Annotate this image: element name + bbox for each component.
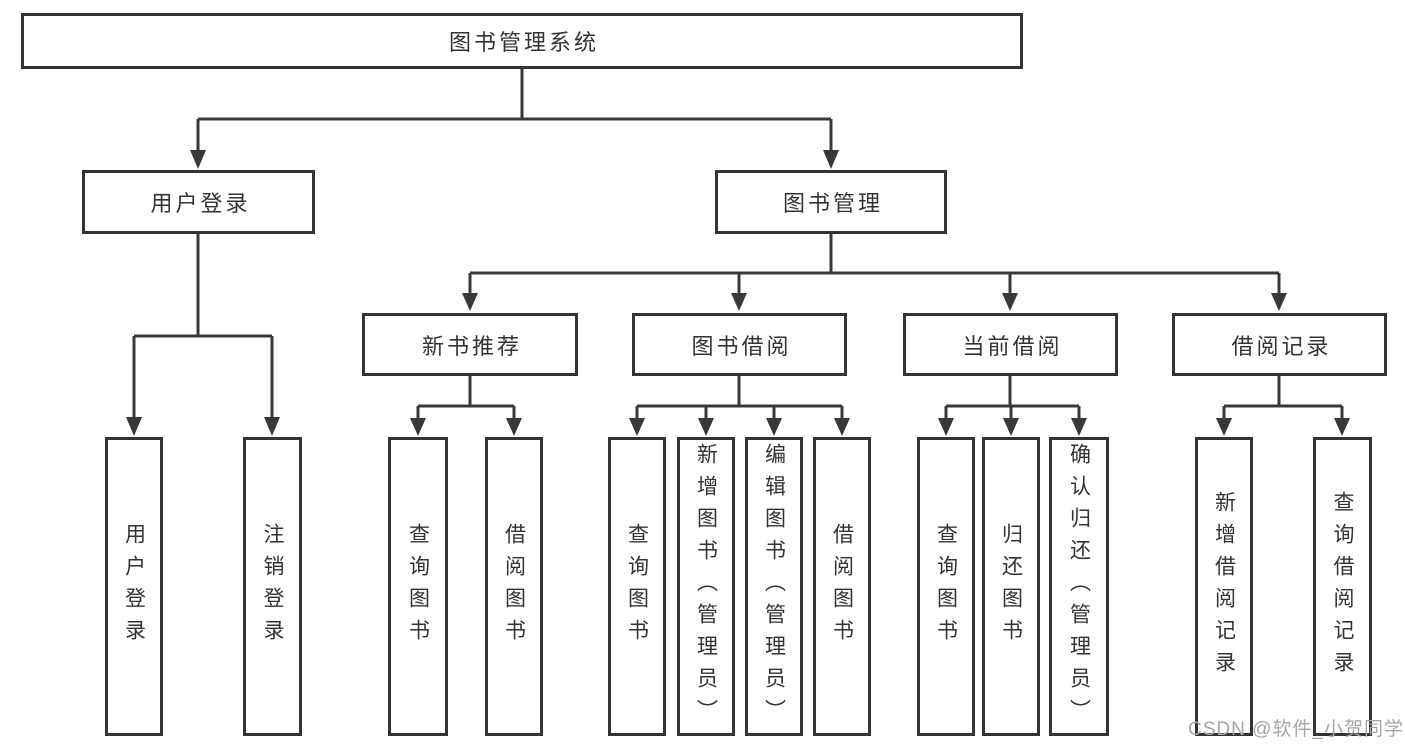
leaf-user-login: 用户登录 <box>105 437 163 736</box>
node-borrow-records-label: 借阅记录 <box>1231 333 1332 359</box>
arrowhead-icon <box>823 150 839 169</box>
node-new-book-recommend-label: 新书推荐 <box>421 333 522 359</box>
leaf-cb-return-books: 归还图书 <box>982 437 1040 736</box>
leaf-rec-query-books-label: 查询图书 <box>406 522 430 651</box>
node-current-borrow-label: 当前借阅 <box>962 333 1063 359</box>
connector-line <box>637 376 842 408</box>
leaf-logout-label: 注销登录 <box>261 522 284 651</box>
connector-line <box>1224 376 1342 408</box>
leaf-bb-edit-books-admin: 编辑图书（管理员） <box>745 437 803 736</box>
arrowhead-icon <box>462 293 478 311</box>
leaf-cb-confirm-return-admin: 确认归还（管理员） <box>1049 437 1109 736</box>
node-borrow-records: 借阅记录 <box>1172 313 1387 376</box>
arrowhead-icon <box>1003 418 1019 436</box>
arrowhead-icon <box>190 150 206 169</box>
connector-book-borrow-to-leaves <box>629 376 850 436</box>
leaf-bb-add-books-admin: 新增图书（管理员） <box>677 437 735 736</box>
connector-user-login-to-leaves <box>126 234 280 436</box>
leaf-br-add-record-label: 新增借阅记录 <box>1212 490 1236 683</box>
arrowhead-icon <box>766 418 782 436</box>
node-user-login-label: 用户登录 <box>150 191 251 216</box>
node-current-borrow: 当前借阅 <box>903 313 1118 376</box>
csdn-watermark: CSDN @软件_小贺同学 <box>1188 719 1404 740</box>
arrowhead-icon <box>1071 418 1087 436</box>
leaf-bb-query-books-label: 查询图书 <box>625 522 649 651</box>
leaf-br-add-record: 新增借阅记录 <box>1195 437 1253 736</box>
connector-line <box>198 69 831 121</box>
arrowhead-icon <box>1002 293 1018 311</box>
arrowhead-icon <box>1271 293 1287 311</box>
leaf-bb-borrow-books-label: 借阅图书 <box>830 522 854 651</box>
arrowhead-icon <box>731 293 747 311</box>
leaf-user-login-label: 用户登录 <box>122 522 146 651</box>
leaf-bb-borrow-books: 借阅图书 <box>813 437 871 736</box>
leaf-rec-query-books: 查询图书 <box>388 437 448 736</box>
leaf-cb-return-books-label: 归还图书 <box>999 522 1023 651</box>
node-root: 图书管理系统 <box>21 13 1023 69</box>
connector-borrow-records-to-leaves <box>1216 376 1350 436</box>
leaf-cb-query-books-label: 查询图书 <box>934 522 958 651</box>
connector-line <box>470 234 1279 275</box>
connector-current-borrow-to-leaves <box>938 376 1087 436</box>
connector-book-management-to-level3 <box>462 234 1287 311</box>
node-user-login: 用户登录 <box>82 170 315 234</box>
leaf-logout: 注销登录 <box>243 437 302 736</box>
node-book-borrow: 图书借阅 <box>632 313 847 376</box>
arrowhead-icon <box>264 417 280 436</box>
arrowhead-icon <box>698 418 714 436</box>
leaf-br-query-record: 查询借阅记录 <box>1313 437 1372 736</box>
leaf-rec-borrow-books-label: 借阅图书 <box>502 522 526 651</box>
arrowhead-icon <box>506 418 522 436</box>
node-book-management-label: 图书管理 <box>782 191 883 216</box>
connector-new-book-to-leaves <box>410 376 522 436</box>
connector-line <box>134 234 272 338</box>
node-root-label: 图书管理系统 <box>448 30 599 55</box>
node-book-management: 图书管理 <box>715 170 947 234</box>
arrowhead-icon <box>1334 418 1350 436</box>
leaf-cb-confirm-return-admin-label: 确认归还（管理员） <box>1067 442 1091 731</box>
leaf-cb-query-books: 查询图书 <box>917 437 975 736</box>
connector-root-to-level2 <box>190 69 839 169</box>
arrowhead-icon <box>126 417 142 436</box>
node-book-borrow-label: 图书借阅 <box>691 333 792 359</box>
arrowhead-icon <box>410 418 426 436</box>
arrowhead-icon <box>629 418 645 436</box>
leaf-rec-borrow-books: 借阅图书 <box>485 437 543 736</box>
leaf-bb-add-books-admin-label: 新增图书（管理员） <box>694 442 718 731</box>
arrowhead-icon <box>938 418 954 436</box>
connector-line <box>946 376 1079 408</box>
arrowhead-icon <box>834 418 850 436</box>
leaf-bb-edit-books-admin-label: 编辑图书（管理员） <box>762 442 786 731</box>
leaf-br-query-record-label: 查询借阅记录 <box>1331 490 1354 683</box>
connector-line <box>418 376 514 408</box>
arrowhead-icon <box>1216 418 1232 436</box>
node-new-book-recommend: 新书推荐 <box>362 313 578 376</box>
leaf-bb-query-books: 查询图书 <box>608 437 666 736</box>
